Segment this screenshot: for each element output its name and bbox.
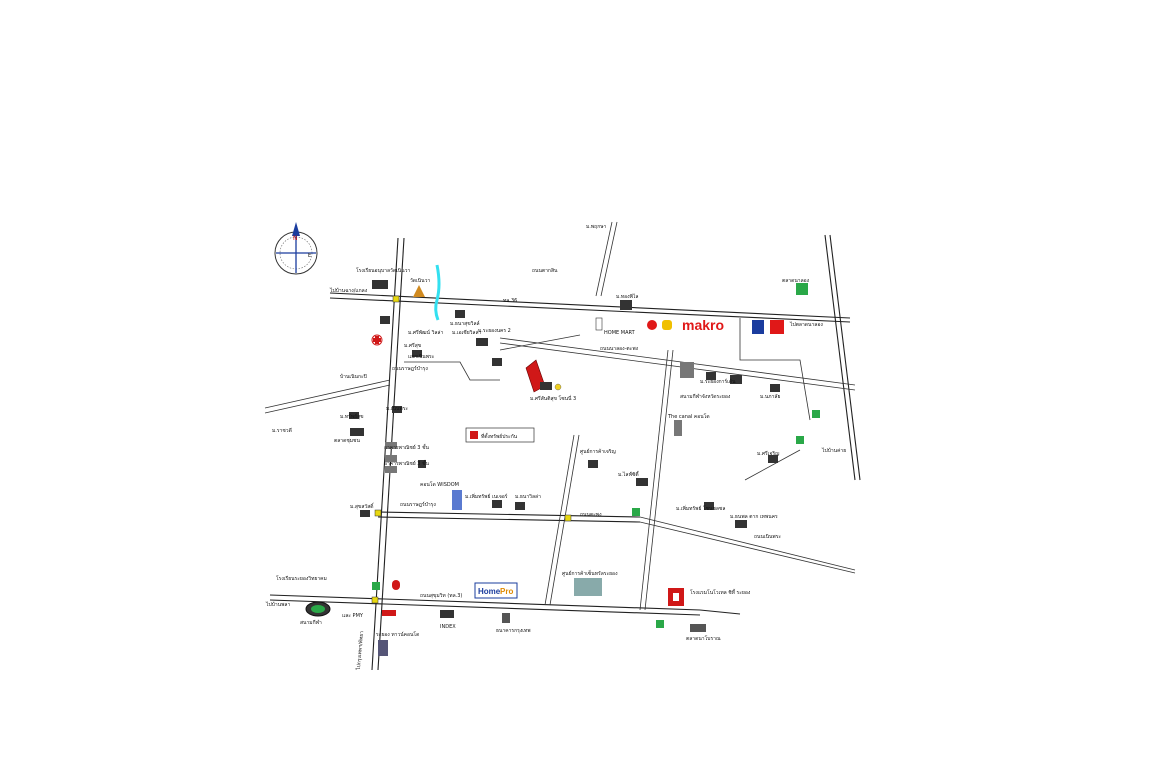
ptt-logo-icon — [752, 320, 764, 334]
label-to-pattaya: ไปบ้านพลา — [265, 601, 290, 608]
label-to-ban-chang: ไปบ้านฉาง/แกลง — [329, 287, 368, 294]
label-v6: ม.เนินพระ — [386, 405, 408, 412]
label-apt2: อาคารพาณิชย์ 3 ชั้น — [384, 458, 429, 467]
legend-label: ที่ตั้งทรัพย์ประกัน — [481, 431, 518, 440]
seven-eleven-icon-5 — [656, 620, 664, 628]
seven-eleven-icon-2 — [796, 436, 804, 444]
label-v11: ม.เพิ่มทรัพย์ เนเจอร์ — [465, 493, 508, 500]
label-nonglalok: ถนนเนินพระ — [754, 533, 781, 540]
label-v2: ม.ศรีพัฒน์ วิลล่า — [408, 329, 444, 336]
building-icons — [349, 280, 780, 656]
homepro-logo: Home Pro — [474, 582, 518, 599]
legend-box: ที่ตั้งทรัพย์ประกัน — [465, 427, 535, 443]
label-v7: ม.ทรัพย์สุข — [340, 413, 364, 420]
label-v17: ม.เพิ่มทรัพย์ โซนชลชล — [676, 505, 725, 512]
compass-east-label: E — [308, 253, 311, 259]
label-v16: ม.ไลฟ์ซิตี้ — [618, 469, 640, 478]
label-v14: ม.ระยองการ์เด้น — [700, 378, 736, 385]
homepro-home: Home — [478, 587, 501, 596]
compass-north-label: N — [293, 235, 298, 242]
home-mart-label: HOME MART — [604, 330, 636, 336]
label-apt1: อาคารพาณิชย์ 3 ชั้น — [384, 442, 429, 451]
index-icon — [440, 610, 454, 618]
traffic-light-markers — [371, 295, 572, 604]
label-rayong-branch: ระยอง ทาวน์คอนโด — [376, 631, 419, 638]
label-market-tr: ตลาดนาลอง — [782, 278, 810, 284]
label-road-center: ถนนนาลอง-ตะพง — [600, 346, 639, 352]
homepro-pro: Pro — [500, 587, 513, 596]
seven-eleven-icon-4 — [372, 582, 380, 590]
tesco-brand-icon — [796, 283, 808, 295]
label-bank: ธนาคารกรุงเทพ — [496, 628, 531, 634]
compass-rose-icon: N E — [274, 222, 318, 275]
bus-icon — [502, 613, 510, 623]
label-v20: ศูนย์การค้าเจริญ — [580, 448, 616, 455]
label-to-ban-khai: ไปบ้านค่าย — [821, 447, 846, 454]
label-v19: ม.นภาลัย — [760, 394, 780, 400]
hospital-logo — [668, 588, 684, 606]
highway-36-label: ทล.36 — [503, 298, 517, 304]
label-v8: ม.ราชวดี — [272, 427, 292, 434]
sukhumvit-label: ถนนสุขุมวิท (ทล.3) — [420, 592, 462, 599]
police-icon — [392, 580, 400, 590]
label-condo: The canal คอนโด — [667, 413, 710, 420]
shell-logo-icon — [662, 320, 672, 330]
label-v12: ม.ธนาวิลล่า — [515, 493, 541, 500]
label-v13: ม.สุขสวัสดิ์ — [350, 502, 375, 510]
label-to-rayong-bottom: ไปตลาดนาลอง — [789, 321, 823, 328]
label-to-sattahip: ไปกรุงเทพฯ/พัทยา — [355, 631, 365, 672]
road-network — [264, 221, 861, 671]
pmy-label: และ PMY — [342, 613, 364, 619]
label-mid-center: ม.ศรีสันติสุข โซนนี่ 3 — [530, 395, 576, 402]
label-v18: ม.ธนพล ตาก เทพนคร — [730, 514, 778, 520]
label-hospital: โรงแรมโนโวเทล ชิที้ ระยอง — [690, 587, 751, 596]
label-v1: ม.ธนาสุขวิลล์ — [450, 320, 480, 327]
label-market-left: ตลาดชุมชน — [334, 438, 360, 444]
label-v3: ม.เอเชียวิลล่า — [452, 329, 482, 336]
label-market-bottom: ตลาดนาโบราณ — [686, 635, 721, 642]
index-label: INDEX — [440, 624, 456, 630]
seven-eleven-icon-3 — [632, 508, 640, 516]
honda-icon — [382, 610, 396, 616]
label-soi-left: บ้านเนินกะปิ — [340, 373, 367, 380]
seven-eleven-icon-1 — [812, 410, 820, 418]
label-police-station: สนามกีฬาจังหวัดระยอง — [680, 393, 731, 400]
label-road-right: ถนนตากสิน — [532, 267, 558, 274]
label-v15: ม.ศรีเจริญ — [757, 450, 779, 457]
home-mart-icon — [595, 317, 603, 331]
seven-eleven-icon-top — [770, 320, 784, 334]
label-v4: ม.ระยองนคร 2 — [478, 328, 511, 334]
label-junction: แยกเนินพระ — [408, 353, 435, 360]
label-school: โรงเรียนระยองวิทยาคม — [276, 575, 327, 582]
label-v5: ม.ศรีสุข — [404, 342, 421, 349]
label-v10: ม.ทองพิไล — [616, 293, 639, 300]
makro-logo: makro — [682, 317, 724, 333]
label-school2: โรงเรียนอนุบาลวัดเนินวา — [356, 267, 410, 274]
label-tapong: ถนนตะพง — [580, 512, 602, 518]
label-v9: ม.พฤกษา — [586, 224, 607, 230]
caltex-logo-icon — [647, 320, 657, 330]
label-tesco: ศูนย์การค้าเซ็นทรัลระยอง — [562, 569, 618, 577]
label-wat: วัดเนินวา — [410, 277, 430, 284]
temple-icon — [413, 285, 425, 297]
label-wisdom: คอนโด WISDOM — [420, 481, 459, 488]
label-stadium: สนามกีฬา — [300, 619, 322, 626]
label-road-left: ถนนราษฎร์บำรุง — [392, 365, 428, 372]
label-sukhumvit-mid: ถนนราษฎร์บำรุง — [400, 501, 436, 508]
